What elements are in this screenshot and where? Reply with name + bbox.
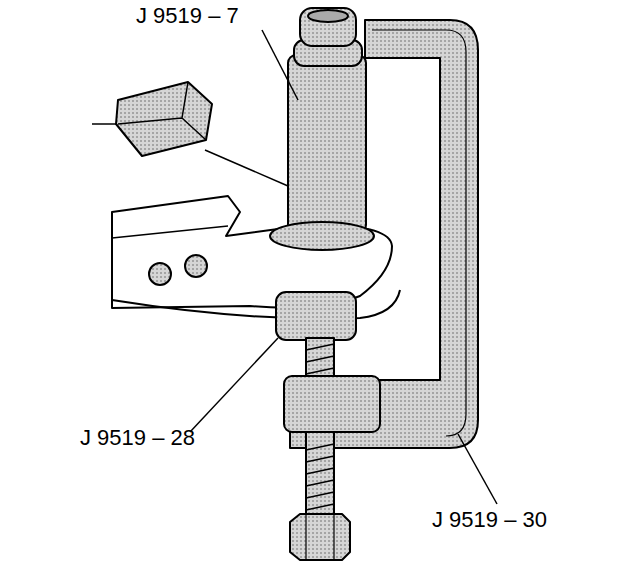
part-number: J 9519 – 30 — [432, 508, 547, 532]
part-number: J 9519 – 7 — [136, 4, 239, 28]
part-number: J 9519 – 28 — [80, 426, 195, 450]
